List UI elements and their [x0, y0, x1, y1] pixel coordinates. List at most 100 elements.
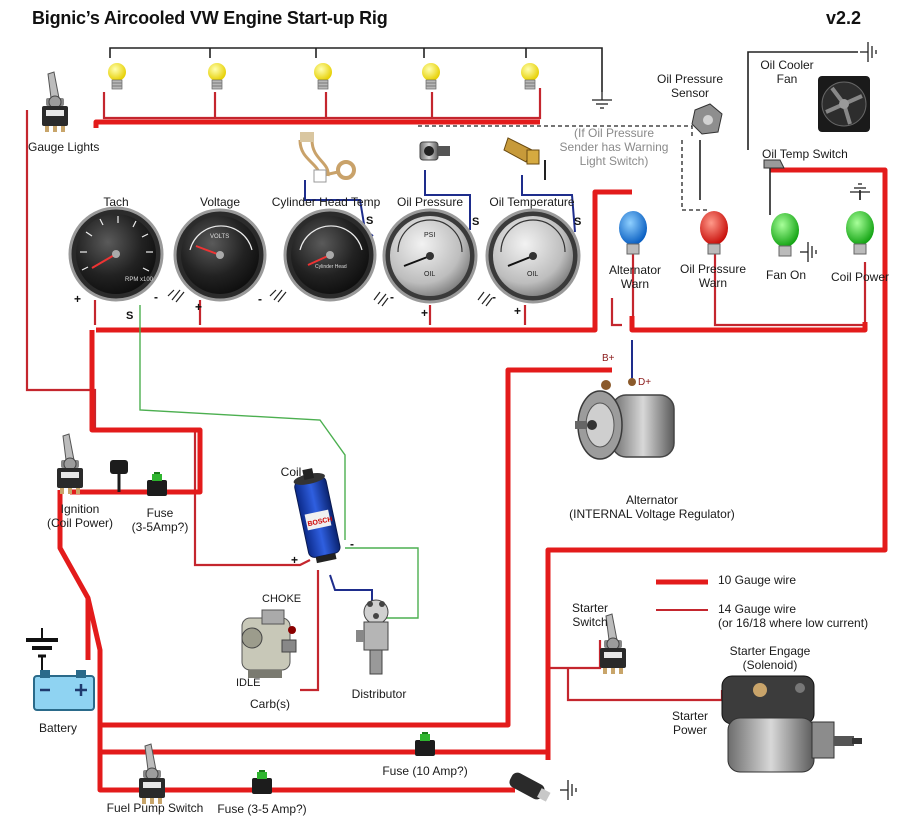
distributor-label: Distributor: [351, 687, 407, 701]
gauge-light-bulb-4: [421, 62, 441, 90]
coil-power-ground: [849, 183, 871, 201]
oil-pressure-minus: -: [492, 290, 496, 304]
gauge-lights-switch[interactable]: [41, 71, 69, 133]
gauge-light-bulb-1: [107, 62, 127, 90]
starter-switch-label: Starter Switch: [571, 601, 609, 629]
battery: [26, 628, 95, 711]
oil-temperature-gauge: OIL: [485, 208, 581, 304]
fan-on-ground: [799, 241, 817, 263]
distributor: [356, 599, 389, 675]
starter-power-label: Starter Power: [671, 709, 709, 737]
thin-red-wires-b: [610, 298, 622, 327]
gauge-light-bulb-2: [207, 62, 227, 90]
ignition-switch[interactable]: [56, 433, 84, 495]
page-title: Bignic’s Aircooled VW Engine Start-up Ri…: [32, 8, 388, 28]
alternator-label: Alternator (INTERNAL Voltage Regulator): [569, 493, 735, 521]
ignition-fuse-holder: [110, 460, 128, 492]
coil-power-lamp: [846, 211, 874, 255]
cht-s: S: [366, 215, 374, 227]
voltage-plus: +: [195, 300, 203, 314]
coil-label: Coil: [280, 465, 302, 479]
ignition-coil: BOSCH: [293, 468, 341, 564]
legend-light-label: 14 Gauge wire (or 16/18 where low curren…: [718, 602, 869, 630]
thick-red-wires: [57, 119, 888, 793]
oil-cooler-fan-label: Oil Cooler Fan: [760, 58, 814, 86]
ignition-label: Ignition (Coil Power): [46, 502, 114, 530]
cylinder-head-temp-gauge: Cylinder Head: [283, 208, 377, 302]
oil-pressure-sensor-label: Oil Pressure Sensor: [656, 72, 724, 100]
oil-temp-s: S: [574, 216, 582, 228]
alternator-d-plus: D+: [638, 377, 652, 388]
fuel-pump-switch-label: Fuel Pump Switch: [106, 801, 204, 815]
oil-pressure-sensor: [691, 103, 723, 135]
gauge-light-bulb-5: [520, 62, 540, 90]
gauge-lights-label: Gauge Lights: [28, 140, 100, 154]
tach-s: S: [126, 310, 134, 322]
alternator-warn-label: Alternator Warn: [608, 263, 662, 291]
carb-label: Carb(s): [249, 697, 291, 711]
oil-temp-switch: [763, 159, 785, 169]
ignition-fuse-label: Fuse (3-5Amp?): [131, 506, 189, 534]
carburetor: [241, 609, 297, 678]
fan-ground: [859, 41, 877, 63]
oil-pressure-gauge: PSI OIL: [382, 208, 478, 304]
alternator-b-plus: B+: [602, 353, 615, 364]
oil-pressure-s: S: [472, 216, 480, 228]
legend-heavy-label: 10 Gauge wire: [718, 573, 797, 587]
coil-plus: +: [291, 553, 299, 567]
warning-light-note: (If Oil Pressure Sender has Warning Ligh…: [559, 126, 669, 168]
gauge-ground-marks: [167, 289, 493, 307]
svg-text:PSI: PSI: [424, 232, 435, 239]
alternator: [575, 378, 675, 460]
battery-label: Battery: [38, 721, 78, 735]
svg-text:OIL: OIL: [424, 271, 435, 278]
oil-temp-plus: +: [514, 304, 522, 318]
black-wires: [109, 47, 861, 215]
coil-minus: -: [350, 537, 354, 551]
coil-power-lamp-label: Coil Power: [830, 270, 890, 284]
fuse-10-amp-label: Fuse (10 Amp?): [382, 764, 468, 778]
starter-motor: [721, 675, 862, 773]
ignition-fuse: [147, 472, 167, 496]
svg-text:OIL: OIL: [527, 271, 538, 278]
fan-on-lamp: [771, 213, 799, 257]
cht-label: Cylinder Head Temp: [271, 195, 381, 209]
fuel-pump-ground: [559, 779, 577, 801]
fuse-3-5-amp: [252, 770, 272, 794]
voltage-minus: -: [258, 292, 262, 306]
oil-temp-switch-label: Oil Temp Switch: [762, 147, 848, 161]
ground-symbol: [591, 91, 613, 109]
svg-text:Cylinder Head: Cylinder Head: [315, 264, 347, 270]
oil-pressure-warn-lamp: [700, 211, 728, 255]
tach-gauge: RPM x100: [68, 206, 164, 302]
dashed-sensor-wire: [418, 125, 708, 211]
fuse-3-5-amp-label: Fuse (3-5 Amp?): [217, 802, 307, 816]
alternator-warn-lamp: [619, 211, 647, 255]
oil-temp-sender: [503, 137, 546, 180]
svg-text:RPM x100: RPM x100: [125, 277, 154, 283]
fuel-pump: [509, 772, 551, 802]
starter-engage-label: Starter Engage (Solenoid): [729, 644, 811, 672]
tach-minus: -: [154, 290, 158, 304]
voltage-gauge: VOLTS: [173, 208, 267, 302]
version-label: v2.2: [826, 8, 862, 28]
choke-label: CHOKE: [262, 593, 302, 605]
oil-pressure-gauge-label: Oil Pressure: [396, 195, 464, 209]
idle-label: IDLE: [236, 677, 261, 689]
tach-plus: +: [74, 292, 82, 306]
oil-temperature-label: Oil Temperature: [489, 195, 575, 209]
oil-cooler-fan: [818, 76, 870, 132]
svg-text:VOLTS: VOLTS: [210, 234, 229, 240]
oil-pressure-plus: +: [421, 306, 429, 320]
oil-pressure-warn-label: Oil Pressure Warn: [679, 262, 747, 290]
oil-pressure-sender: [419, 141, 450, 161]
cht-sensor: [298, 132, 356, 183]
fan-on-label: Fan On: [765, 268, 807, 282]
fuse-10-amp: [415, 732, 435, 756]
gauge-light-bulb-3: [313, 62, 333, 90]
voltage-label: Voltage: [199, 195, 241, 209]
cht-minus: -: [390, 290, 394, 304]
green-tach-wire: [139, 305, 419, 619]
tach-label: Tach: [103, 195, 129, 209]
